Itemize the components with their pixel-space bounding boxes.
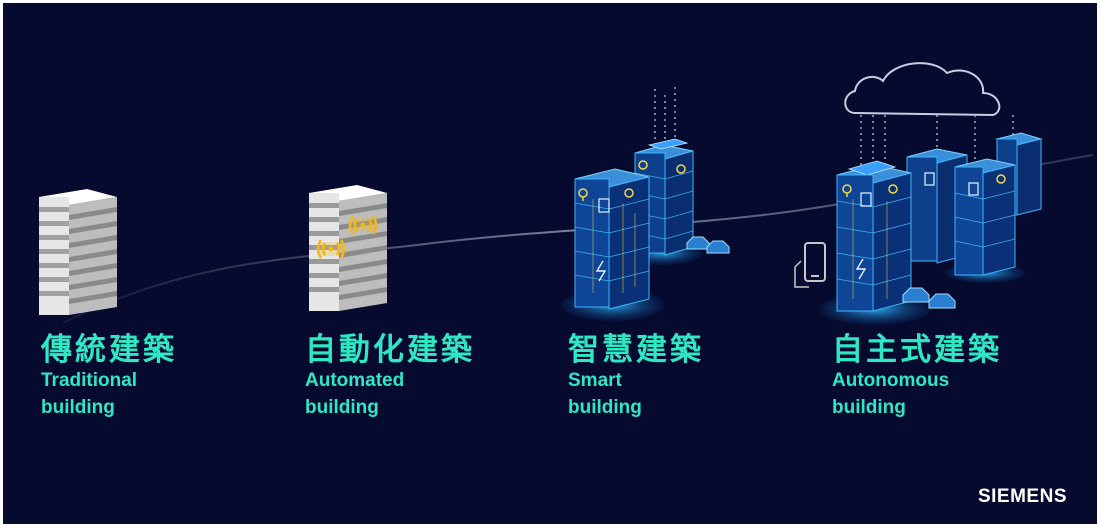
stage-title-en: Autonomous building xyxy=(832,370,950,418)
document-icon xyxy=(860,192,872,207)
stage-title-zh: 傳統建築 xyxy=(41,332,177,367)
stage-smart: 智慧建築 Smart building xyxy=(568,333,704,421)
stage-automated: 自動化建築 Automated building xyxy=(305,333,475,421)
fan-icon xyxy=(676,164,686,174)
lightbulb-icon xyxy=(638,160,648,170)
wifi-icon xyxy=(348,215,378,235)
document-icon xyxy=(968,182,979,196)
solar-panel-icon xyxy=(647,138,689,150)
document-icon xyxy=(598,198,610,213)
data-stream-icon xyxy=(860,115,1014,171)
car-icon xyxy=(686,236,730,254)
lightning-icon xyxy=(855,258,867,280)
stage-title-en: Traditional building xyxy=(41,370,138,418)
traditional-building-illustration xyxy=(39,189,117,315)
stage-title-zh: 智慧建築 xyxy=(568,332,704,367)
siemens-logo: SIEMENS xyxy=(977,486,1067,507)
smart-building-illustration xyxy=(561,87,730,321)
scene-illustration xyxy=(39,62,1094,325)
lightbulb-icon xyxy=(842,184,852,197)
stage-autonomous: 自主式建築 Autonomous building xyxy=(832,333,1002,421)
stage-title-en: Automated building xyxy=(305,370,405,418)
solar-panel-icon xyxy=(847,160,897,176)
fan-icon xyxy=(888,184,898,194)
stage-title-zh: 自主式建築 xyxy=(832,332,1002,367)
lightning-icon xyxy=(595,260,607,282)
stage-traditional: 傳統建築 Traditional building xyxy=(41,333,177,421)
stage-title-en: Smart building xyxy=(568,370,642,418)
data-stream-icon xyxy=(654,87,676,143)
fan-icon xyxy=(624,188,634,198)
document-icon xyxy=(924,172,935,186)
cloud-icon xyxy=(844,62,1001,117)
automated-building-illustration xyxy=(309,185,387,311)
fan-icon xyxy=(996,174,1006,184)
lightbulb-icon xyxy=(578,188,588,201)
autonomous-building-illustration xyxy=(794,62,1043,325)
evolution-diagram: 傳統建築 Traditional building 自動化建築 Automate… xyxy=(3,3,1097,524)
stage-title-zh: 自動化建築 xyxy=(305,332,475,367)
smartphone-icon xyxy=(794,242,826,288)
wifi-icon xyxy=(316,239,346,259)
car-icon xyxy=(902,287,956,309)
